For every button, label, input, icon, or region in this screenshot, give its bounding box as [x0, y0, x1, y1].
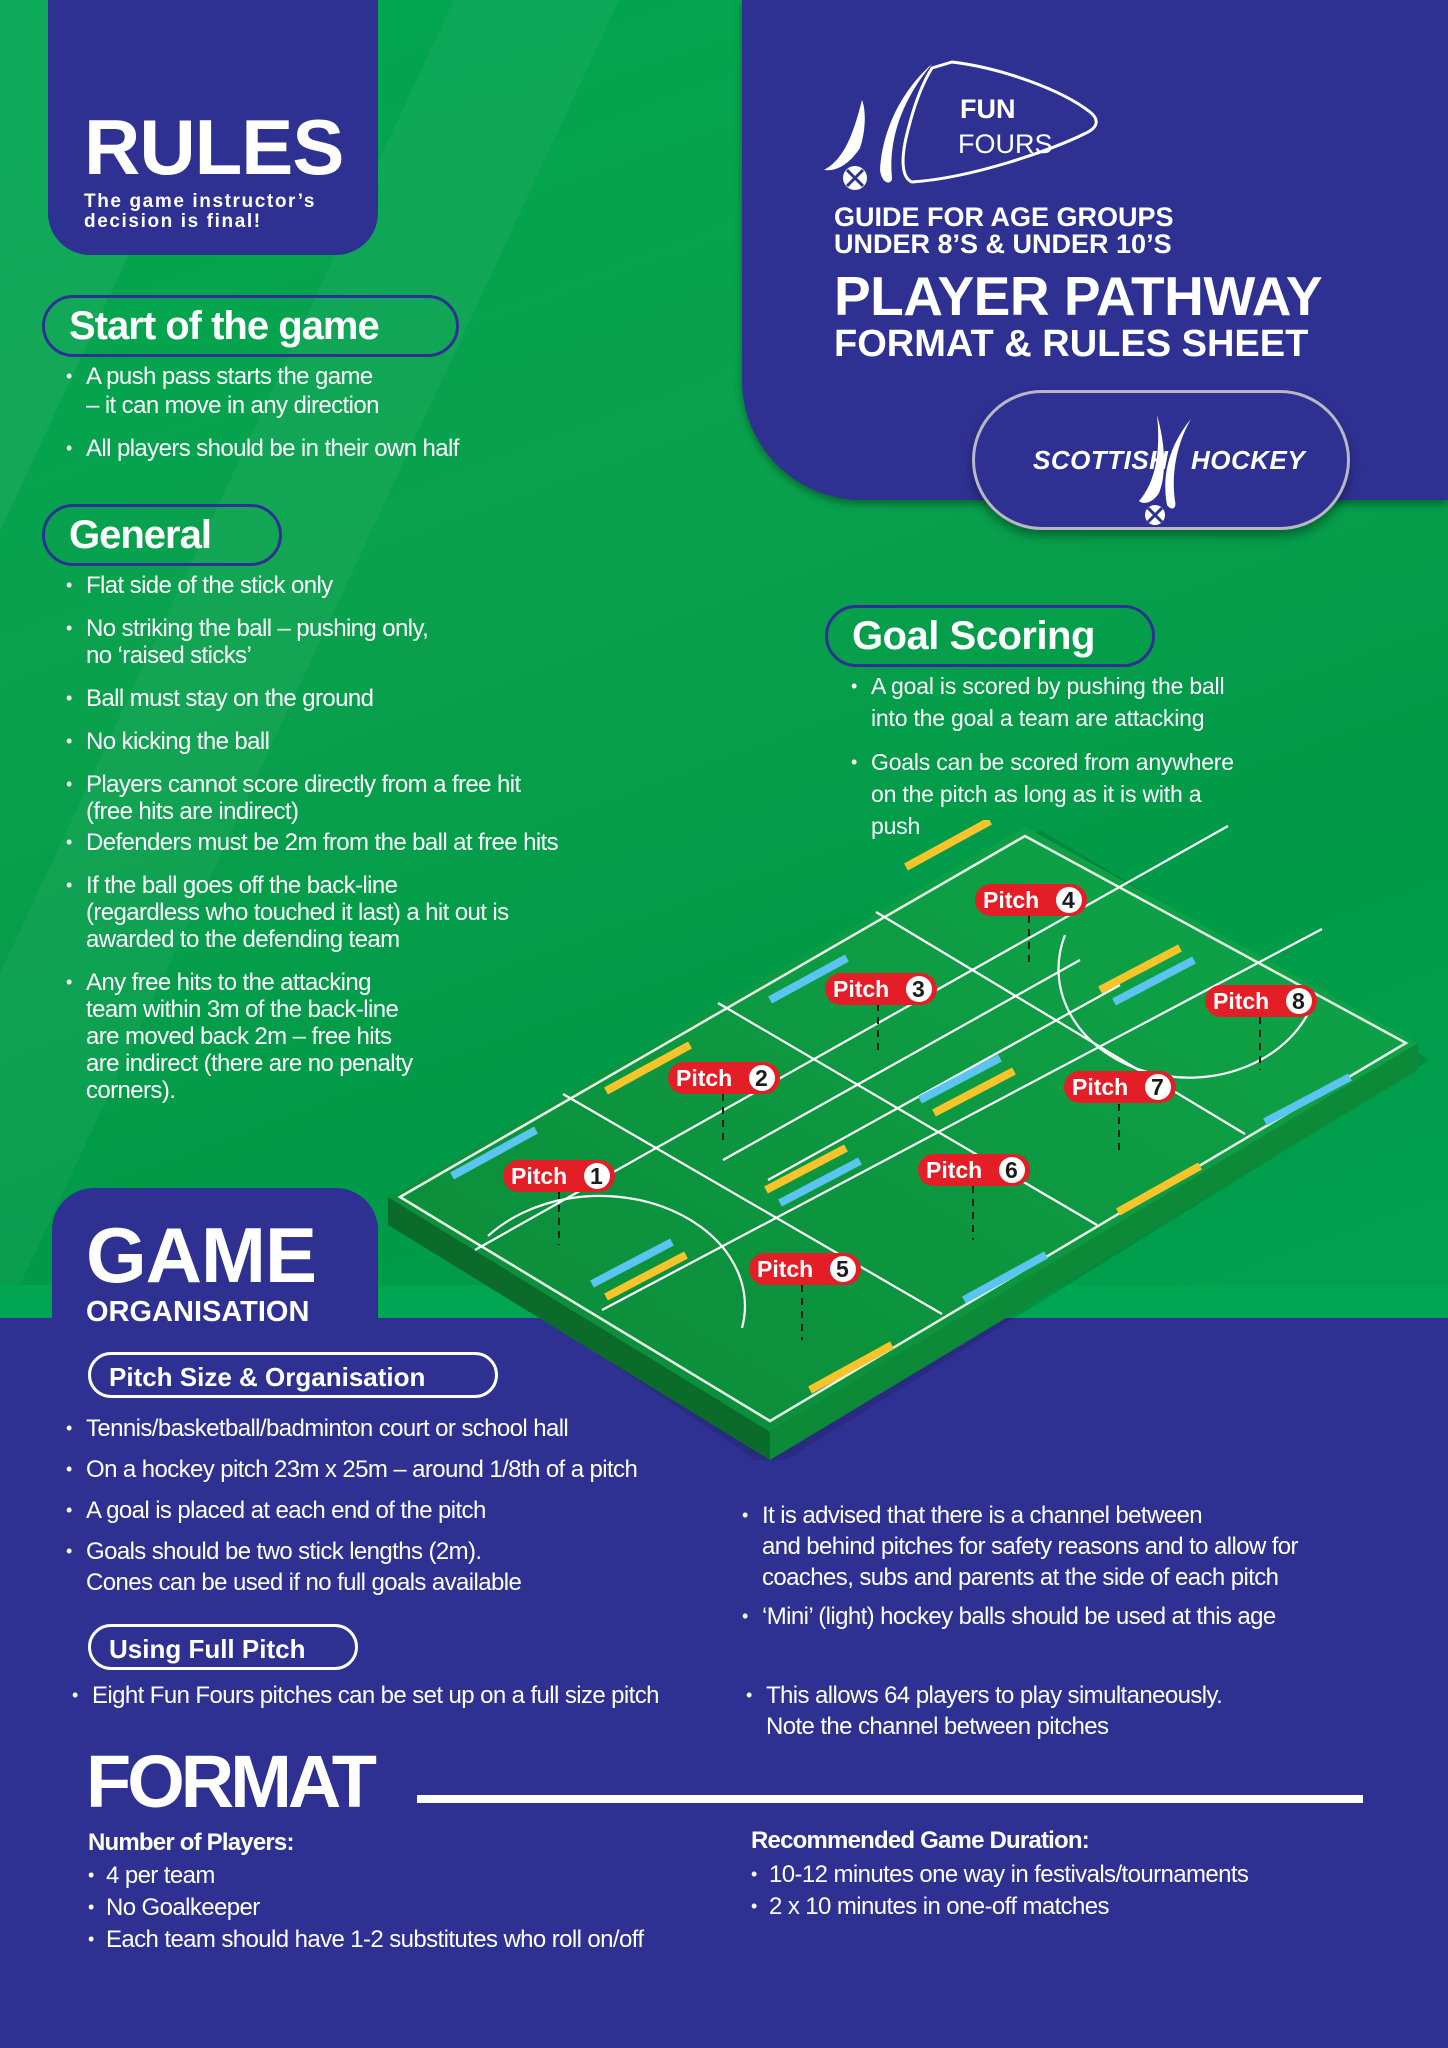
list-item: It is advised that there is a channel be…	[742, 1500, 1299, 1593]
list-item: This allows 64 players to play simultane…	[746, 1680, 1223, 1742]
start-of-game-heading: Start of the game	[42, 295, 459, 357]
svg-text:FUN: FUN	[960, 94, 1016, 124]
badge-text-hockey: HOCKEY	[1191, 445, 1306, 475]
pitch-label-2: Pitch 2	[668, 1062, 780, 1094]
goal-scoring-heading-text: Goal Scoring	[852, 614, 1095, 658]
svg-text:3: 3	[912, 976, 925, 1002]
svg-text:1: 1	[590, 1163, 603, 1189]
list-item: Tennis/basketball/badminton court or sch…	[66, 1413, 637, 1444]
svg-text:Pitch: Pitch	[926, 1157, 982, 1183]
pitch-size-heading: Pitch Size & Organisation	[88, 1352, 498, 1398]
svg-text:Pitch: Pitch	[757, 1256, 813, 1282]
svg-text:Pitch: Pitch	[983, 887, 1039, 913]
players-heading: Number of Players:	[88, 1829, 294, 1856]
start-of-game-heading-text: Start of the game	[69, 304, 380, 348]
hockey-stick-icon	[1139, 415, 1191, 525]
list-item: 4 per team	[88, 1861, 643, 1890]
list-item: 2 x 10 minutes in one-off matches	[751, 1892, 1248, 1921]
pitch-label-3: Pitch 3	[825, 973, 937, 1005]
rules-title-box: RULES The game instructor’s decision is …	[48, 0, 378, 255]
full-pitch-heading: Using Full Pitch	[88, 1624, 358, 1670]
general-list: Flat side of the stick only No striking …	[66, 572, 559, 1118]
list-item: Each team should have 1-2 substitutes wh…	[88, 1925, 644, 1954]
general-heading-text: General	[69, 513, 212, 557]
svg-text:Pitch: Pitch	[1213, 988, 1269, 1014]
list-item: Any free hits to the attacking team with…	[66, 969, 558, 1104]
svg-text:4: 4	[1062, 887, 1075, 913]
pitch-label-8: Pitch 8	[1205, 985, 1317, 1017]
svg-text:Pitch: Pitch	[511, 1163, 567, 1189]
list-item: No Goalkeeper	[88, 1893, 643, 1922]
pitch-label-5: Pitch 5	[749, 1253, 861, 1285]
game-title: GAME	[86, 1211, 317, 1299]
list-item: Goals should be two stick lengths (2m). …	[66, 1536, 637, 1598]
list-item: ‘Mini’ (light) hockey balls should be us…	[742, 1601, 1298, 1632]
svg-text:8: 8	[1292, 988, 1305, 1014]
list-item: Goals can be scored from anywhere on the…	[851, 746, 1234, 842]
list-item: Defenders must be 2m from the ball at fr…	[66, 829, 559, 856]
full-pitch-heading-text: Using Full Pitch	[109, 1634, 306, 1664]
list-item: Eight Fun Fours pitches can be set up on…	[72, 1680, 659, 1711]
svg-text:Pitch: Pitch	[1072, 1074, 1128, 1100]
full-pitch-right-list: This allows 64 players to play simultane…	[746, 1680, 1223, 1756]
pitch-label-7: Pitch 7	[1064, 1071, 1176, 1103]
duration-list: 10-12 minutes one way in festivals/tourn…	[751, 1860, 1249, 1935]
guide-line2: UNDER 8’S & UNDER 10’S	[834, 229, 1172, 259]
svg-text:6: 6	[1005, 1157, 1018, 1183]
pitch-size-list: Tennis/basketball/badminton court or sch…	[66, 1413, 638, 1612]
svg-text:FOURS: FOURS	[958, 129, 1053, 159]
badge-text-scottish: SCOTTISH	[1033, 445, 1169, 475]
list-item: No kicking the ball	[66, 728, 558, 755]
format-divider	[417, 1795, 1363, 1803]
pitch-label-1: Pitch 1	[503, 1160, 615, 1192]
list-item: A goal is scored by pushing the ball int…	[851, 670, 1234, 734]
list-item: Flat side of the stick only	[66, 572, 558, 599]
svg-text:2: 2	[755, 1065, 768, 1091]
list-item: On a hockey pitch 23m x 25m – around 1/8…	[66, 1454, 638, 1485]
list-item: A goal is placed at each end of the pitc…	[66, 1495, 637, 1526]
list-item: Ball must stay on the ground	[66, 685, 558, 712]
pitch-label-4: Pitch 4	[975, 884, 1087, 916]
rules-title: RULES	[84, 103, 344, 191]
general-heading: General	[42, 504, 282, 566]
list-item: If the ball goes off the back-line (rega…	[66, 872, 558, 953]
fun-fours-logo-icon: FUN FOURS	[824, 60, 1098, 190]
rules-subtitle-line1: The game instructor’s	[84, 191, 317, 212]
pitch-size-right-list: It is advised that there is a channel be…	[742, 1500, 1299, 1646]
svg-text:Pitch: Pitch	[833, 976, 889, 1002]
list-item: All players should be in their own half	[66, 434, 459, 463]
duration-heading: Recommended Game Duration:	[751, 1827, 1090, 1854]
pitch-diagram: Pitch 4 Pitch 3 Pitch 8 Pitch 2 Pitch 7	[388, 820, 1428, 1460]
list-item: A push pass starts the game – it can mov…	[66, 362, 459, 420]
svg-text:7: 7	[1151, 1074, 1164, 1100]
rules-subtitle: The game instructor’s decision is final!	[84, 192, 316, 232]
start-of-game-list: A push pass starts the game – it can mov…	[66, 362, 459, 477]
page-title: PLAYER PATHWAY	[834, 265, 1323, 327]
list-item: No striking the ball – pushing only, no …	[66, 615, 558, 669]
list-item: Players cannot score directly from a fre…	[66, 771, 558, 825]
pitch-size-heading-text: Pitch Size & Organisation	[109, 1362, 426, 1392]
svg-text:5: 5	[836, 1256, 849, 1282]
full-pitch-list: Eight Fun Fours pitches can be set up on…	[72, 1680, 659, 1725]
page-subtitle: FORMAT & RULES SHEET	[834, 323, 1309, 365]
guide-line1: GUIDE FOR AGE GROUPS	[834, 202, 1174, 232]
goal-scoring-list: A goal is scored by pushing the ball int…	[851, 670, 1234, 856]
list-item: 10-12 minutes one way in festivals/tourn…	[751, 1860, 1249, 1889]
pitch-label-6: Pitch 6	[918, 1154, 1030, 1186]
game-subtitle: ORGANISATION	[86, 1296, 310, 1328]
format-title: FORMAT	[86, 1740, 377, 1823]
game-organisation-title-box: GAME ORGANISATION	[52, 1188, 378, 1328]
rules-subtitle-line2: decision is final!	[84, 211, 262, 232]
players-list: 4 per team No Goalkeeper Each team shoul…	[88, 1861, 644, 1968]
svg-text:Pitch: Pitch	[676, 1065, 732, 1091]
goal-scoring-heading: Goal Scoring	[825, 605, 1155, 667]
scottish-hockey-badge: SCOTTISH HOCKEY	[972, 390, 1350, 530]
